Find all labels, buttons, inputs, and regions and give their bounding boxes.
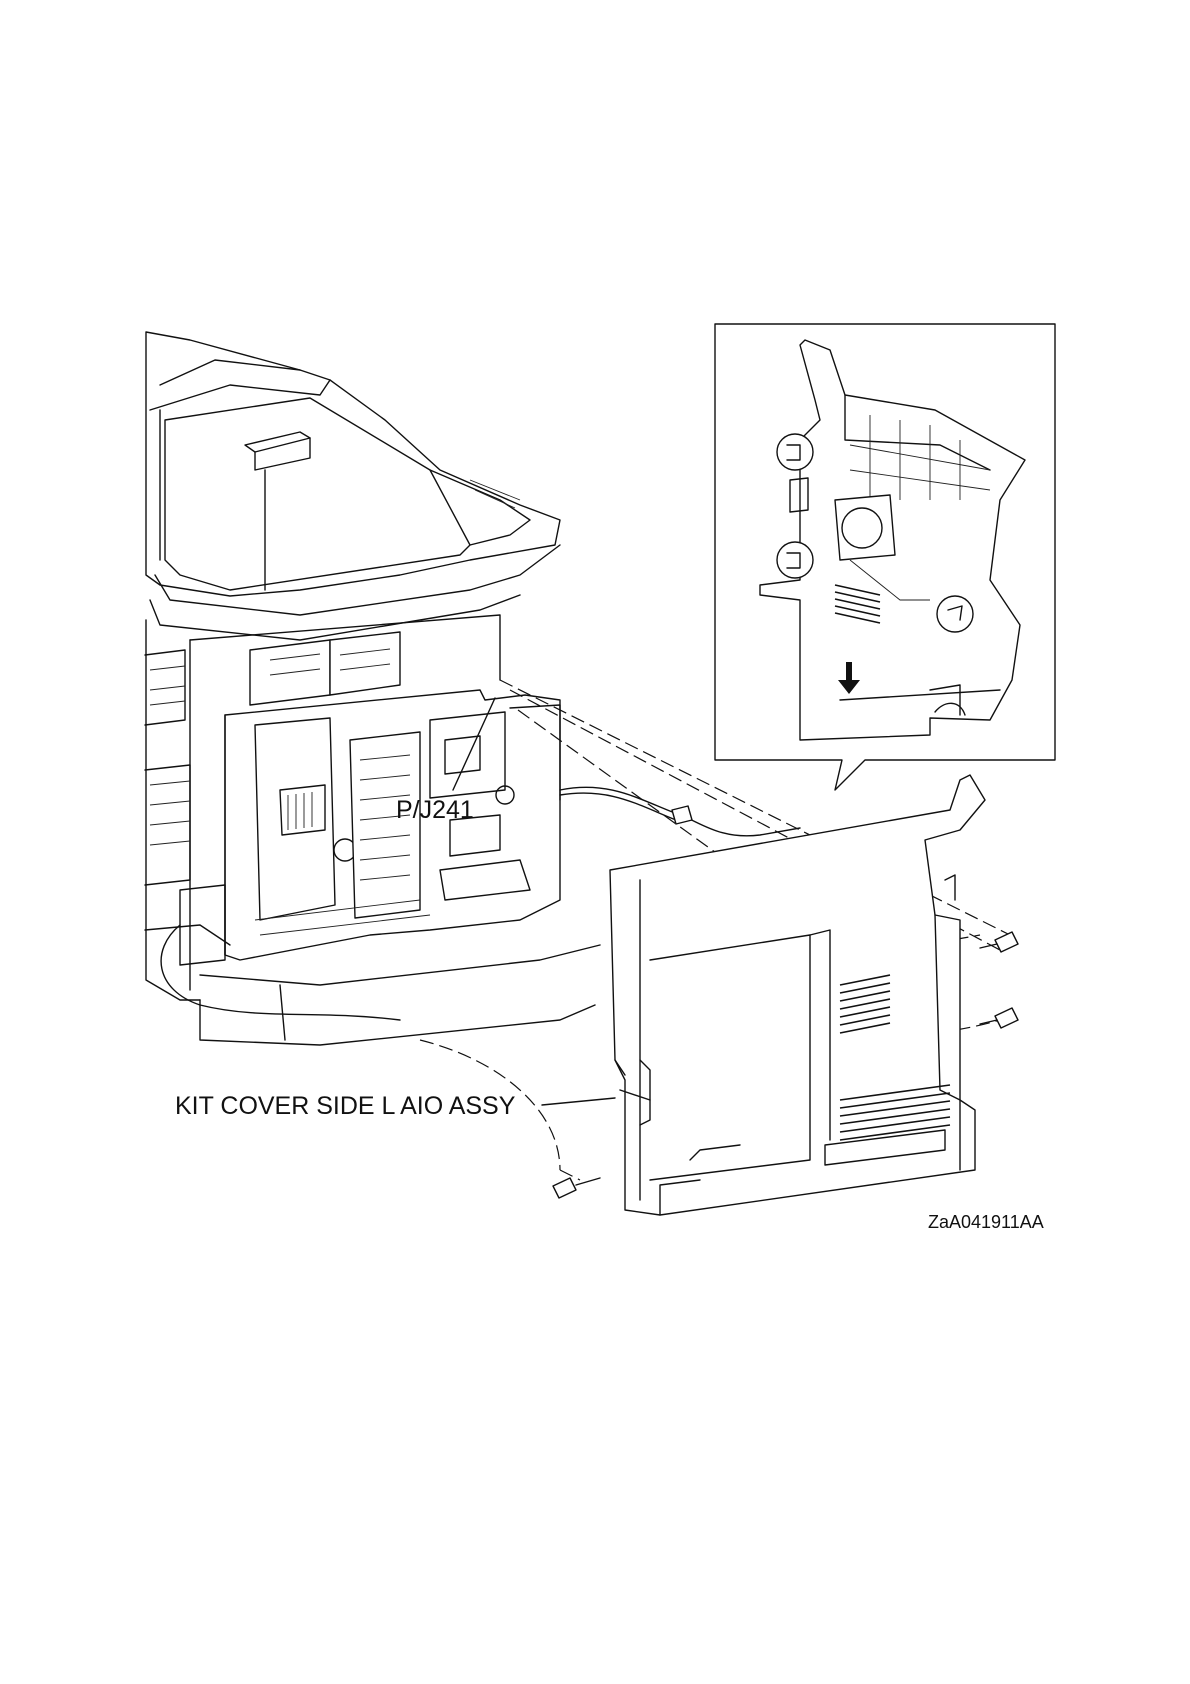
clip-callout-2 (777, 542, 813, 578)
figure-id-label: ZaA041911AA (928, 1212, 1044, 1232)
connector-label: P/J241 (396, 796, 474, 824)
screw-middle-right (980, 1008, 1018, 1028)
part-name-label: KIT COVER SIDE L AIO ASSY (175, 1092, 516, 1120)
clip-callout-3 (937, 596, 973, 632)
screw-top-right (980, 932, 1018, 952)
detail-inset (715, 324, 1055, 790)
screw-bottom-left (553, 1178, 600, 1198)
callout-part: KIT COVER SIDE L AIO ASSY (175, 1092, 615, 1120)
side-cover-left (610, 775, 985, 1215)
scanner-adf-unit (146, 332, 560, 640)
printer-inner-frame (145, 615, 600, 1045)
clip-callout-1 (777, 434, 813, 470)
